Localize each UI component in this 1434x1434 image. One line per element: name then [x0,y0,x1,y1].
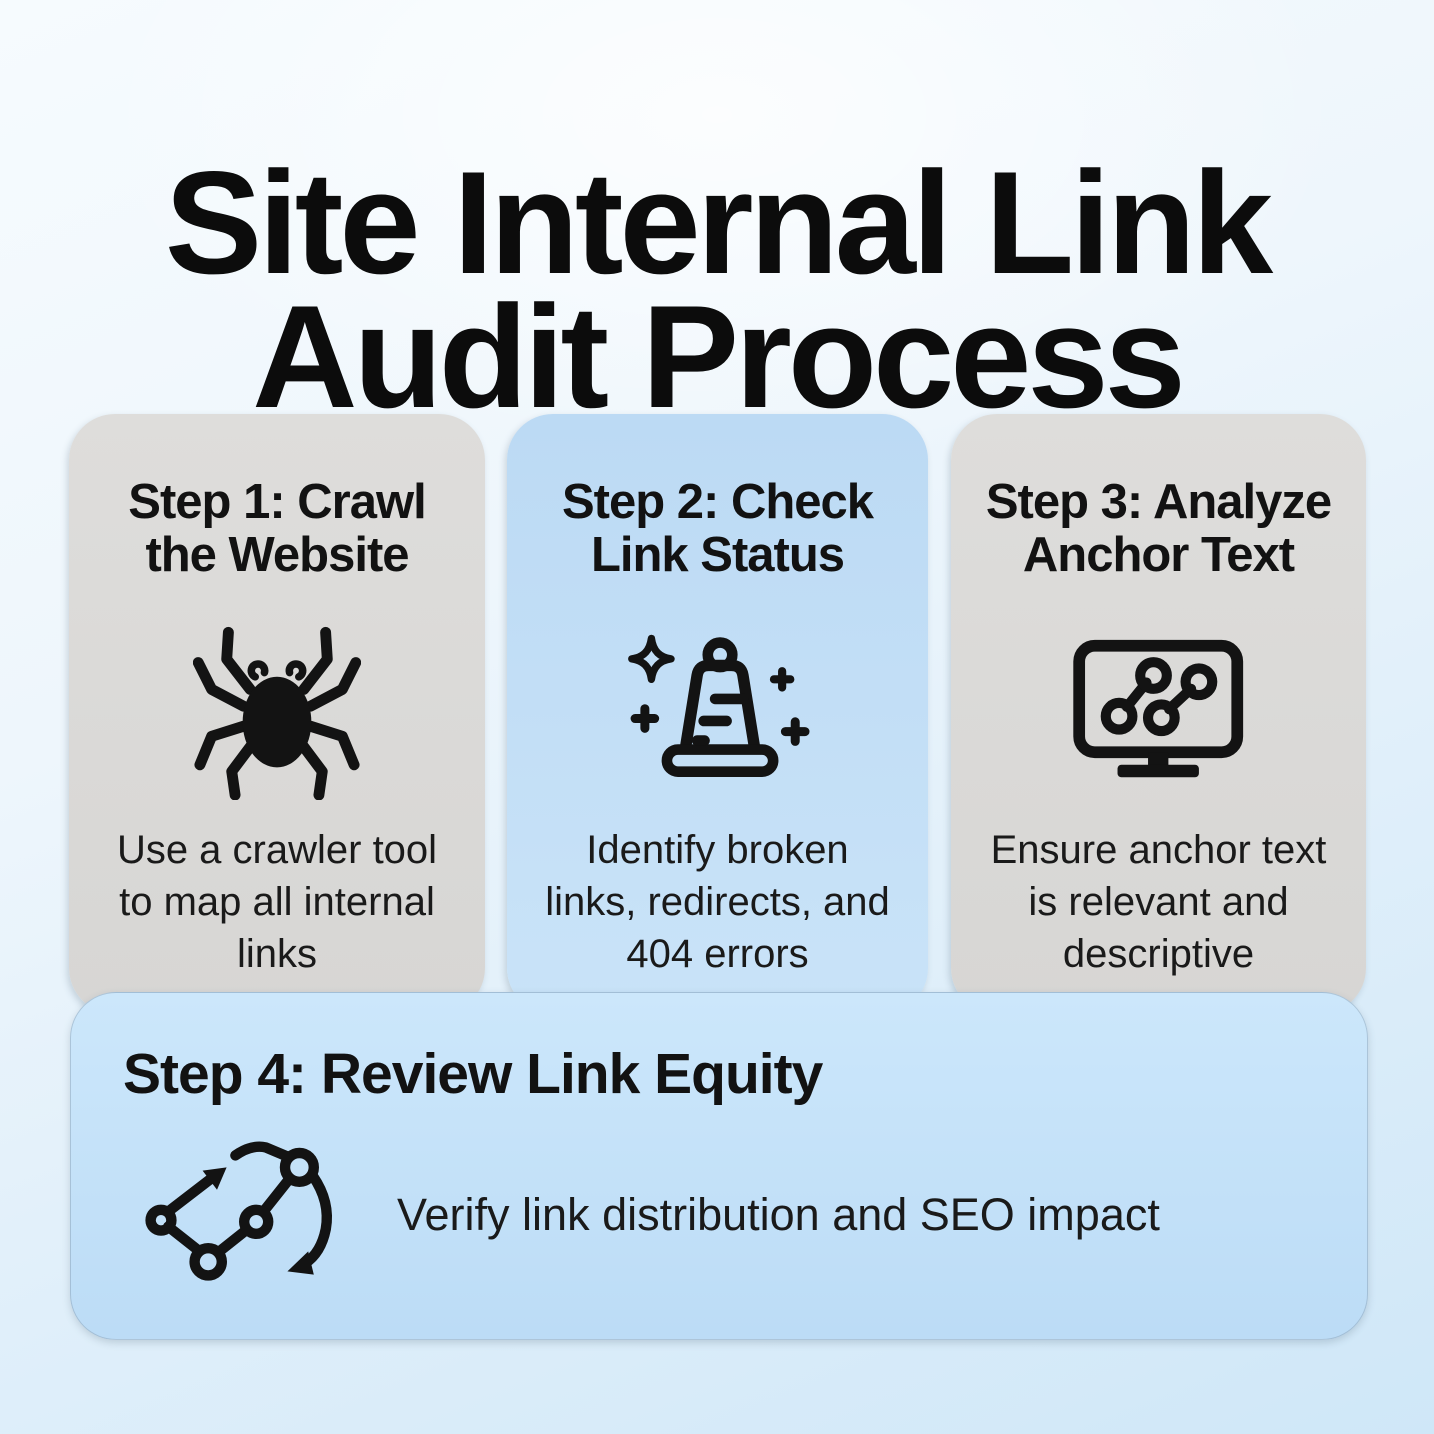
step-3-icon-box [1069,612,1249,812]
step-2-card: Step 2: Check Link Status Identify broke… [507,414,928,1014]
step-2-title: Step 2: Check Link Status [561,475,874,582]
step-3-card: Step 3: Analyze Anchor Text Ensure ancho… [951,414,1366,1014]
step-1-description: Use a crawler tool to map all internal l… [116,827,438,976]
step-2-icon-box [622,612,814,812]
spider-icon [193,626,361,800]
step-3-description: Ensure anchor text is relevant and descr… [990,827,1327,976]
step-4-description: Verify link distribution and SEO impact [397,1189,1160,1240]
link-graph-arrow-icon [145,1141,332,1281]
page-title-line2: Audit Process [252,275,1186,439]
step-2-description: Identify broken links, redirects, and 40… [545,827,890,976]
page-title-line1: Site Internal Link [164,140,1273,304]
step-1-title: Step 1: Crawl the Website [128,475,426,582]
step-4-content-row: Verify link distribution and SEO impact [129,1125,1367,1305]
step-4-title: Step 4: Review Link Equity [123,1042,823,1106]
step-4-card: Step 4: Review Link Equity Verify link d… [70,992,1368,1340]
monitor-link-nodes-icon [1072,640,1243,778]
step-1-icon-box [193,612,361,812]
step-1-card: Step 1: Crawl the Website Use a crawler … [69,414,485,1014]
sparkle-bell-icon [627,634,810,777]
step-3-title: Step 3: Analyze Anchor Text [985,475,1332,582]
